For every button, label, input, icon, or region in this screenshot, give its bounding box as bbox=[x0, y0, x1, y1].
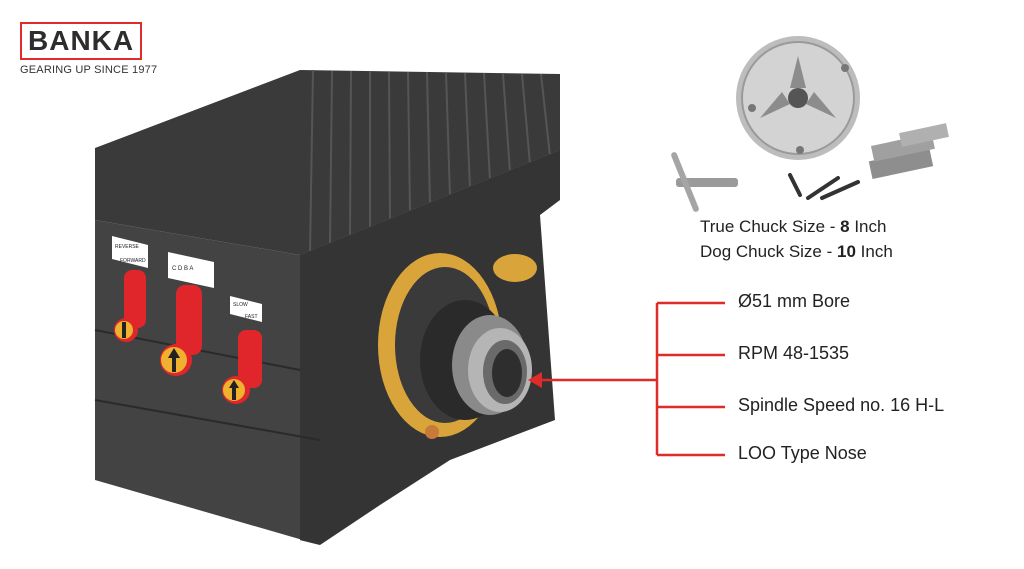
true-chuck-label: True Chuck Size - bbox=[700, 217, 841, 236]
spec-nose-type: LOO Type Nose bbox=[738, 443, 867, 463]
spec-bore: Ø51 mm Bore bbox=[738, 291, 851, 311]
gear-lever-2[interactable] bbox=[160, 285, 202, 376]
dog-chuck-label: Dog Chuck Size - bbox=[700, 242, 837, 261]
spec-rpm: RPM 48-1535 bbox=[738, 343, 850, 363]
spec-callout-bracket bbox=[538, 301, 725, 457]
brand-logo: BANKA GEARING UP SINCE 1977 bbox=[20, 22, 158, 76]
dog-chuck-unit: Inch bbox=[855, 242, 893, 261]
dog-chuck-size: Dog Chuck Size - 10 Inch bbox=[700, 239, 893, 264]
forward-label: FORWARD bbox=[120, 258, 146, 264]
logo-tagline: GEARING UP SINCE 1977 bbox=[20, 64, 158, 76]
true-chuck-size: True Chuck Size - 8 Inch bbox=[700, 214, 893, 239]
lever-label-plates: REVERSE FORWARD C D B A SLOW FAST bbox=[112, 236, 262, 322]
dog-chuck-value: 10 bbox=[837, 242, 856, 261]
true-chuck-value: 8 bbox=[840, 217, 850, 236]
true-chuck-unit: Inch bbox=[849, 217, 887, 236]
reverse-label: REVERSE bbox=[115, 244, 140, 250]
headstock-body bbox=[94, 69, 560, 545]
fast-label: FAST bbox=[245, 314, 258, 320]
spindle-assembly bbox=[378, 253, 537, 439]
arrow-left-icon bbox=[528, 372, 542, 388]
gear-lever-1[interactable] bbox=[114, 270, 146, 342]
chuck-size-info: True Chuck Size - 8 Inch Dog Chuck Size … bbox=[700, 214, 893, 264]
gear-lever-3[interactable] bbox=[222, 330, 262, 404]
chuck-jaws-icon bbox=[868, 123, 949, 180]
spec-spindle-speed: Spindle Speed no. 16 H-L bbox=[738, 395, 945, 415]
chuck-key-icon bbox=[671, 152, 738, 212]
chuck-bolts bbox=[788, 173, 860, 200]
gear-letters-label: C D B A bbox=[172, 266, 193, 272]
logo-mark: BANKA bbox=[20, 22, 143, 60]
slow-label: SLOW bbox=[233, 302, 248, 308]
logo-brand-text: BANKA bbox=[28, 25, 135, 56]
chuck-icon bbox=[736, 36, 860, 160]
